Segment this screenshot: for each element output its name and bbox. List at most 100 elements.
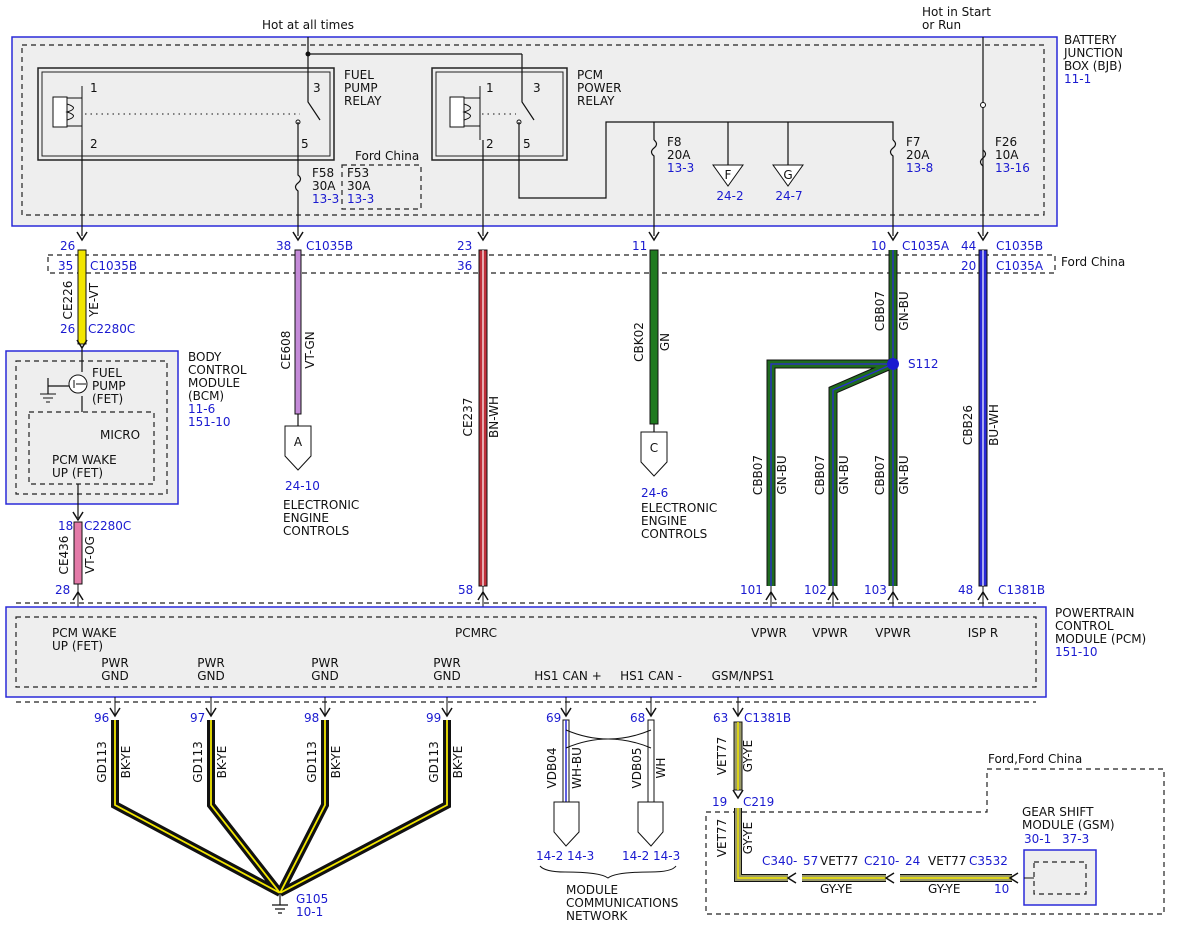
- bcm-fet-symbol: [73, 380, 86, 388]
- pin-10-gsm: 10: [994, 882, 1009, 896]
- wire-cbb07-b-color: GN-BU: [837, 455, 851, 494]
- fuse-f58: [294, 122, 302, 236]
- wire-ce436: [73, 521, 83, 585]
- wire-vet77-b-color: GY-YE: [741, 822, 755, 854]
- bcm-fuel-pump-label-2: PUMP: [92, 379, 126, 393]
- pin-102: 102: [804, 583, 827, 597]
- f53-ford-china-label: Ford China: [355, 149, 419, 163]
- can-minus-ref-1: 14-2: [622, 849, 649, 863]
- pcm-pwr-label-4: PWR: [433, 656, 460, 670]
- bcm-title-1: BODY: [188, 350, 222, 364]
- pcm-gnd-label-1: GND: [101, 669, 129, 683]
- f58-name: F58: [312, 166, 334, 180]
- pcm-title-1: POWERTRAIN: [1055, 606, 1135, 620]
- g105-ref: 10-1: [296, 905, 323, 919]
- bcm-inner-dashed: [15, 360, 168, 495]
- pin-58: 58: [458, 583, 473, 597]
- pcm-wake-label-2: UP (FET): [52, 639, 103, 653]
- wire-vet77-d-color: GY-YE: [928, 882, 960, 896]
- wire-cbb07-a-color: GN-BU: [775, 455, 789, 494]
- pin-97: 97: [190, 711, 205, 725]
- c219-chevron: [732, 789, 744, 800]
- gsm-box: [1023, 849, 1097, 906]
- wire-vdb05-color: WH: [654, 758, 668, 779]
- fuse-f26: [979, 149, 987, 167]
- wire-cbb07-b-id: CBB07: [813, 455, 827, 495]
- wire-cbb07-group: [766, 250, 898, 586]
- pcm-relay-pin-2: 2: [486, 137, 494, 151]
- fuel-relay-pin-1: 1: [90, 81, 98, 95]
- can-twisted-pair-icon: [565, 729, 652, 749]
- f26-name: F26: [995, 135, 1017, 149]
- pin-20: 20: [961, 259, 976, 273]
- pin-10: 10: [871, 239, 886, 253]
- bjb-inner-dashed: [21, 44, 1045, 216]
- wire-cbb07-c-id: CBB07: [873, 455, 887, 495]
- pcm-gsm-nps1-label: GSM/NPS1: [712, 669, 775, 683]
- wire-cbb26-id: CBB26: [961, 405, 975, 445]
- can-plus-ref-1: 14-2: [536, 849, 563, 863]
- wire-gd113-group: [111, 720, 451, 897]
- wire-ce608-id: CE608: [279, 331, 293, 370]
- pin-98: 98: [304, 711, 319, 725]
- bjb-ref: 11-1: [1064, 72, 1091, 86]
- fuel-pump-relay-coil-winding: [65, 86, 83, 140]
- c340-label: C340: [762, 854, 793, 868]
- wire-ce436-id: CE436: [57, 536, 71, 575]
- offpage-f-ref: 24-2: [716, 189, 743, 203]
- pin-35: 35: [58, 259, 73, 273]
- pcm-power-relay-switch: [521, 70, 535, 121]
- c210-label: C210: [864, 854, 895, 868]
- pcm-vpwr-label-1: VPWR: [751, 626, 787, 640]
- pin-63: 63: [713, 711, 728, 725]
- wire-vet77-c-color: GY-YE: [820, 882, 852, 896]
- pcm-box: [5, 606, 1047, 698]
- wire-cbb07-top-id: CBB07: [873, 291, 887, 331]
- fuel-pump-relay-coil: [52, 96, 68, 128]
- pcm-pwr-label-1: PWR: [101, 656, 128, 670]
- c1381b-label-b: C1381B: [744, 711, 791, 725]
- wire-gd113-id-2: GD113: [191, 741, 205, 782]
- bcm-wake-label-2: UP (FET): [52, 466, 103, 480]
- pcm-gnd-label-2: GND: [197, 669, 225, 683]
- supply-lines: [307, 37, 984, 212]
- wire-ce226: [77, 249, 87, 345]
- wire-vdb04-id: VDB04: [545, 748, 559, 789]
- gsm-ref-2: 37-3: [1062, 832, 1089, 846]
- f8-ref: 13-3: [667, 161, 694, 175]
- pin-24: 24: [905, 854, 920, 868]
- pin-23: 23: [457, 239, 472, 253]
- can-minus-network-connector: [637, 801, 664, 847]
- f53-name: F53: [347, 166, 369, 180]
- wire-vet77-a-id: VET77: [715, 737, 729, 775]
- f7-name: F7: [906, 135, 921, 149]
- wire-gd113-color-3: BK-YE: [329, 746, 343, 779]
- pin-19: 19: [712, 795, 727, 809]
- bcm-title-3: MODULE: [188, 376, 240, 390]
- pin-11: 11: [632, 239, 647, 253]
- wire-cbk02-id: CBK02: [632, 322, 646, 362]
- pcm-relay-label-3: RELAY: [577, 94, 615, 108]
- pcm-vpwr-label-3: VPWR: [875, 626, 911, 640]
- bjb-title-2: JUNCTION: [1063, 46, 1123, 60]
- offpage-g-ref: 24-7: [775, 189, 802, 203]
- wire-gd113-id-1: GD113: [95, 741, 109, 782]
- f8-amp: 20A: [667, 148, 691, 162]
- c340-gap: [788, 870, 802, 886]
- pin-28: 28: [55, 583, 70, 597]
- pin-57: 57: [803, 854, 818, 868]
- wire-ce226-id: CE226: [61, 281, 75, 320]
- bcm-ground-icon: [40, 393, 56, 403]
- pin-26-bjb: 26: [60, 239, 75, 253]
- pcm-relay-label-1: PCM: [577, 68, 603, 82]
- c210-dash: -: [895, 854, 899, 868]
- wire-cbb26-color: BU-WH: [987, 404, 1001, 446]
- c1035-connector-chevrons: [76, 231, 989, 242]
- pin-99: 99: [426, 711, 441, 725]
- wire-ce226-color: YE-VT: [87, 282, 101, 318]
- mcn-label-1: MODULE: [566, 883, 618, 897]
- pcm-pwr-label-3: PWR: [311, 656, 338, 670]
- splice-s112-label: S112: [908, 357, 939, 371]
- wire-vet77-a-color: GY-YE: [741, 740, 755, 772]
- c210-gap: [886, 870, 900, 886]
